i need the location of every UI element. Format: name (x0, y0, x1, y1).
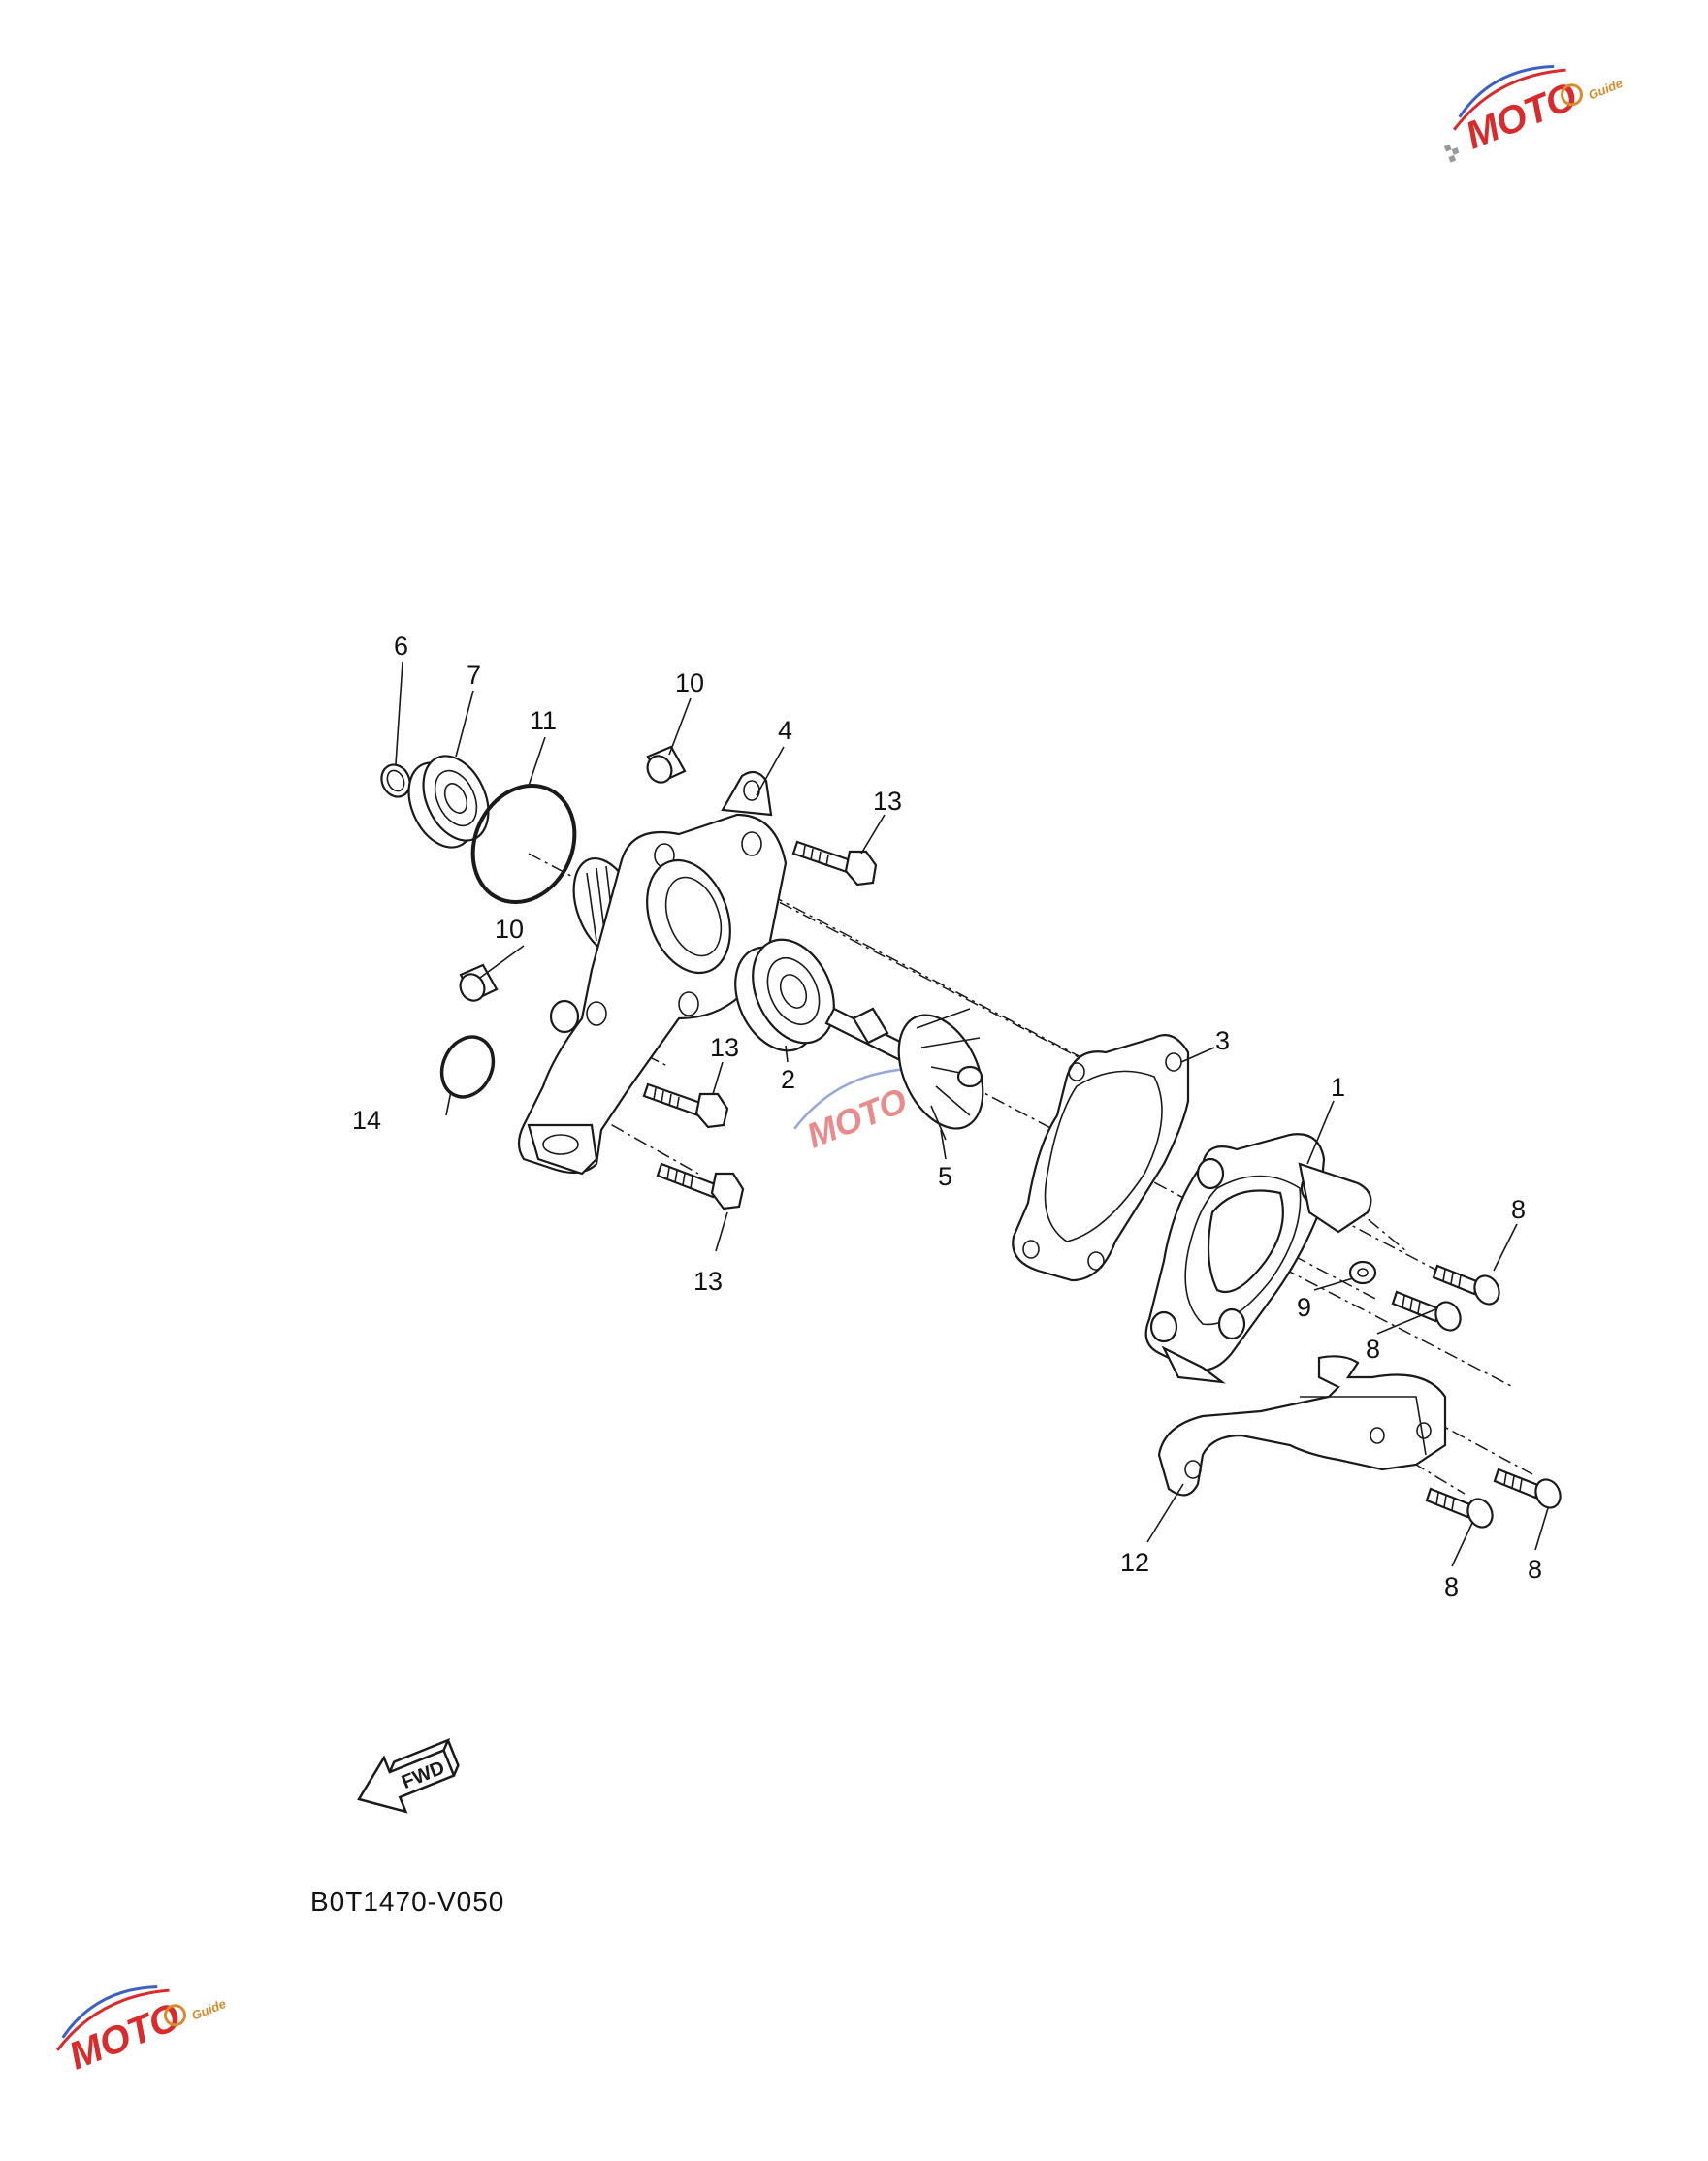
callout-label-13-middle: 13 (710, 1033, 739, 1062)
callout-label-5: 5 (938, 1162, 952, 1191)
watermark-subtext: Guide (1586, 76, 1625, 103)
callout-label-10-upper: 10 (675, 668, 704, 697)
callout-label-13-lower: 13 (693, 1267, 723, 1296)
part-5-impeller-shaft (824, 1007, 984, 1141)
part-1-pump-cover (1144, 1133, 1372, 1384)
part-13-bolt-lower (656, 1162, 745, 1210)
part-2-oil-seal (734, 938, 835, 1052)
part-8-bolt-middle-right (1391, 1290, 1462, 1332)
callout-leader-lines (395, 661, 1549, 1567)
part-8-bolt-lower-right (1493, 1468, 1562, 1509)
part-13-bolt-upper (791, 840, 878, 887)
callout-labels: 6 7 11 10 4 13 10 14 13 2 5 3 1 8 9 8 13… (352, 631, 1542, 1601)
callout-label-4: 4 (778, 716, 792, 745)
part-8-bolt-upper-right (1432, 1264, 1500, 1306)
callout-label-1: 1 (1331, 1073, 1345, 1102)
part-6-circlip (380, 763, 411, 798)
part-14-o-ring-small (439, 1035, 496, 1099)
drawing-code: B0T1470-V050 (310, 1887, 504, 1917)
watermark-subtext: Guide (189, 1996, 228, 2023)
callout-label-2: 2 (781, 1065, 795, 1094)
callout-label-7: 7 (467, 661, 481, 690)
callout-label-13-upper: 13 (873, 787, 902, 816)
callout-label-8-middle: 8 (1366, 1335, 1380, 1364)
callout-label-6: 6 (394, 631, 408, 661)
forward-direction-arrow-icon: FWD (357, 1737, 460, 1814)
part-12-bracket (1157, 1355, 1447, 1497)
part-7-bearing (407, 755, 490, 849)
part-11-o-ring (470, 783, 577, 905)
part-8-bolt-lower-left (1425, 1487, 1494, 1529)
callout-label-8-lower-right: 8 (1528, 1555, 1542, 1584)
callout-label-8-lower-left: 8 (1444, 1572, 1459, 1601)
part-3-gasket (1012, 1034, 1190, 1282)
moto-guide-watermark-logo: MOTO Guide (1443, 64, 1625, 163)
part-4-water-pump-housing (517, 770, 788, 1176)
moto-guide-watermark-logo-bottom: MOTO Guide (55, 1984, 228, 2079)
callout-label-12: 12 (1120, 1548, 1149, 1577)
callout-label-11: 11 (530, 706, 557, 735)
callout-label-10-lower: 10 (495, 915, 524, 944)
part-10-dowel-pin-lower (459, 963, 499, 1002)
callout-label-8-upper: 8 (1511, 1195, 1526, 1224)
part-10-dowel-pin-upper (646, 745, 687, 784)
callout-label-9: 9 (1297, 1293, 1311, 1322)
callout-label-3: 3 (1215, 1026, 1230, 1055)
watermark-text: MOTO (801, 1080, 913, 1155)
part-13-bolt-middle (642, 1082, 729, 1129)
callout-label-14: 14 (352, 1106, 381, 1135)
part-9-washer (1348, 1260, 1377, 1285)
